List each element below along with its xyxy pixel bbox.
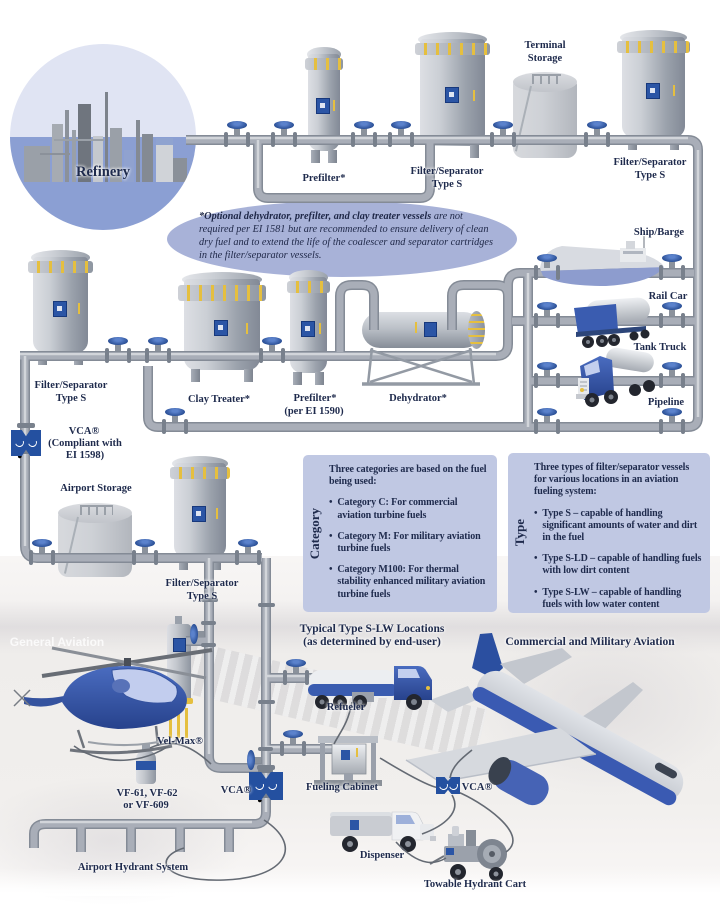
fueling-cabinet-icon xyxy=(314,736,382,790)
heading-commercial-military: Commercial and Military Aviation xyxy=(505,636,675,648)
category-bullet: Category C: For commercial aviation turb… xyxy=(329,497,489,521)
label-prefilter-ei: Prefilter* xyxy=(293,393,337,404)
valve-icon xyxy=(271,121,297,149)
refueler-truck-icon xyxy=(308,666,432,710)
valve-icon xyxy=(29,539,55,567)
vca-valve-icon xyxy=(249,765,283,800)
label-vca-compliant: (Compliant with xyxy=(48,438,122,449)
label-refinery: Refinery xyxy=(76,164,130,180)
dispenser-truck-icon xyxy=(330,811,436,852)
label-vca: VCA® xyxy=(68,426,100,437)
category-bullet: Category M100: For thermal stability enh… xyxy=(329,564,489,601)
label-vf-filters2: or VF-609 xyxy=(123,800,169,811)
valve-icon xyxy=(235,539,261,567)
label-clay-treater: Clay Treater* xyxy=(187,394,251,405)
airport-storage-tank-icon xyxy=(58,503,132,577)
flange-icon xyxy=(201,598,218,602)
label-dehydrator: Dehydrator* xyxy=(389,393,447,404)
label-tank-truck: Tank Truck xyxy=(633,342,687,353)
valve-icon xyxy=(659,362,685,390)
valve-icon xyxy=(190,621,218,647)
optional-vessels-note: *Optional dehydrator, prefilter, and cla… xyxy=(167,201,517,277)
category-bullet: Category M: For military aviation turbin… xyxy=(329,531,489,555)
filter-separator-airport-vessel-icon xyxy=(170,456,230,570)
valve-icon xyxy=(534,302,560,330)
dehydrator-vessel-icon xyxy=(362,311,485,349)
valve-icon xyxy=(351,121,377,149)
dehydrator-stand-icon xyxy=(362,347,480,386)
type-bullet: Type S-LW – capable of handling fuels wi… xyxy=(534,587,702,611)
label-filter-separator-type: Type S xyxy=(431,179,463,190)
label-pipeline: Pipeline xyxy=(647,397,685,408)
valve-icon xyxy=(534,362,560,390)
label-filter-separator-type: Type S xyxy=(634,170,666,181)
label-vca: VCA® xyxy=(220,785,252,796)
label-refueler: Refueler xyxy=(326,702,366,713)
label-prefilter: Prefilter* xyxy=(302,173,346,184)
type-bullet: Type S – capable of handling significant… xyxy=(534,508,702,545)
valve-icon xyxy=(259,337,285,365)
valve-icon xyxy=(534,254,560,282)
valve-icon xyxy=(490,121,516,149)
helicopter-icon xyxy=(13,646,213,755)
valve-icon xyxy=(105,337,131,365)
label-vel-max: Vel-Max® xyxy=(157,736,203,747)
type-bullet: Type S-LD – capable of handling fuels wi… xyxy=(534,553,702,577)
rail-car-icon xyxy=(574,297,650,348)
label-airport-hydrant-system: Airport Hydrant System xyxy=(77,862,189,873)
valve-icon xyxy=(659,254,685,282)
refinery-skyline-icon xyxy=(24,92,187,182)
label-general-aviation: General Aviation xyxy=(9,635,105,649)
filter-separator-top-vessel-icon xyxy=(415,32,490,158)
type-box: Type Three types of filter/separator ves… xyxy=(508,453,710,613)
valve-icon xyxy=(132,539,158,567)
label-dispenser: Dispenser xyxy=(359,850,405,861)
label-filter-separator: Filter/Separator xyxy=(165,578,239,589)
valve-icon xyxy=(659,408,685,436)
label-filter-separator: Filter/Separator xyxy=(410,166,484,177)
label-airport-storage: Airport Storage xyxy=(60,483,132,494)
flange-icon xyxy=(258,700,275,704)
label-vca: VCA® xyxy=(461,782,493,793)
label-prefilter-ei2: (per EI 1590) xyxy=(284,406,344,417)
valve-icon xyxy=(283,659,309,687)
vca-valve-icon xyxy=(11,423,41,456)
valve-icon xyxy=(659,302,685,330)
valve-icon xyxy=(224,121,250,149)
valve-icon xyxy=(145,337,171,365)
valve-icon xyxy=(584,121,610,149)
label-filter-separator-type: Type S xyxy=(186,591,218,602)
note-text: *Optional dehydrator, prefilter, and cla… xyxy=(199,211,493,261)
label-filter-separator: Filter/Separator xyxy=(613,157,687,168)
ship-barge-icon xyxy=(540,236,664,286)
valve-icon xyxy=(280,730,306,758)
category-title: Three categories are based on the fuel b… xyxy=(329,464,487,488)
prefilter-vessel-icon xyxy=(305,47,343,163)
tank-truck-icon xyxy=(576,347,655,407)
label-rail-car: Rail Car xyxy=(648,291,688,302)
valve-icon xyxy=(388,121,414,149)
vca-valve-icon xyxy=(436,777,460,794)
terminal-storage-tank-icon xyxy=(513,72,577,158)
label-terminal-storage2: Storage xyxy=(527,53,563,64)
label-filter-separator-type: Type S xyxy=(55,393,87,404)
label-filter-separator: Filter/Separator xyxy=(34,380,108,391)
category-box: Category Three categories are based on t… xyxy=(303,455,497,612)
towable-hydrant-cart-icon xyxy=(429,826,507,881)
label-vca-compliant2: EI 1598) xyxy=(65,450,105,461)
label-ship-barge: Ship/Barge xyxy=(633,227,685,238)
valve-icon xyxy=(534,408,560,436)
heading-typical-locations2: (as determined by end-user) xyxy=(303,636,441,648)
heading-typical-locations: Typical Type S-LW Locations xyxy=(299,623,445,635)
label-terminal-storage: Terminal xyxy=(524,40,566,51)
label-vf-filters: VF-61, VF-62 xyxy=(116,788,178,799)
type-title: Three types of filter/separator vessels … xyxy=(534,462,690,498)
label-fueling-cabinet: Fueling Cabinet xyxy=(305,782,379,793)
valve-icon xyxy=(162,408,188,436)
label-towable-hydrant-cart: Towable Hydrant Cart xyxy=(423,879,527,890)
airplane-icon xyxy=(405,633,684,806)
refinery-icon xyxy=(10,44,196,230)
flange-icon xyxy=(258,603,275,607)
